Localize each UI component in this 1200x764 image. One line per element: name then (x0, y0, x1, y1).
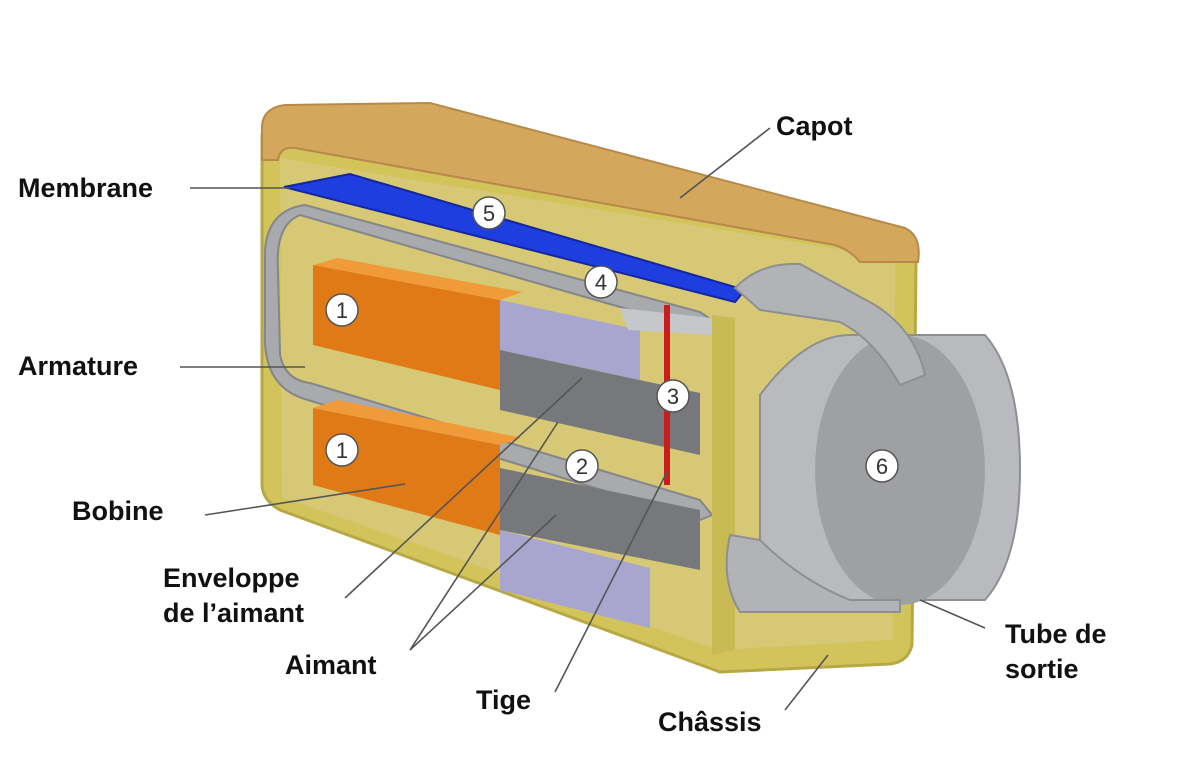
marker-bobine-top-text: 1 (336, 298, 348, 323)
bobine-bottom-face (313, 400, 522, 445)
marker-tige-text: 3 (667, 384, 679, 409)
leader-chassis (784, 654, 829, 711)
capot-cover (261, 101, 920, 263)
label-tube-de-sortie: Tube de sortie (1005, 619, 1107, 684)
label-armature: Armature (18, 351, 139, 381)
aimant-block-bottom (500, 530, 650, 628)
leader-bobine (204, 483, 406, 516)
leader-aimant-1 (409, 421, 559, 651)
label-tige: Tige (476, 685, 532, 715)
leader-enveloppe (344, 377, 583, 599)
marker-bobine-bottom: 1 (325, 433, 359, 467)
armature-frame (263, 203, 717, 522)
marker-bobine-bottom-text: 1 (336, 438, 348, 463)
marker-tige-gap-text: 2 (576, 454, 588, 479)
marker-membrane-text: 5 (483, 201, 495, 226)
leader-tige (554, 471, 668, 693)
chassis-front-edge (712, 315, 735, 655)
label-enveloppe: Enveloppe de l’aimant (163, 563, 305, 628)
tube-flange-top (733, 262, 927, 387)
leader-tube (919, 599, 986, 629)
marker-armature-end: 4 (584, 265, 618, 299)
tube-flange-bottom (725, 533, 901, 613)
label-chassis: Châssis (658, 707, 762, 737)
marker-tube: 6 (865, 449, 899, 483)
label-membrane: Membrane (18, 173, 154, 203)
marker-membrane: 5 (472, 196, 506, 230)
marker-tige-gap: 2 (565, 449, 599, 483)
marker-tige: 3 (656, 379, 690, 413)
bobine-bottom (313, 408, 500, 535)
label-aimant: Aimant (285, 650, 377, 680)
bobine-top (313, 265, 500, 390)
label-capot: Capot (776, 111, 853, 141)
enveloppe-top (500, 350, 700, 455)
enveloppe-bottom (500, 468, 700, 570)
leader-aimant-2 (409, 514, 557, 651)
marker-armature-end-text: 4 (595, 270, 607, 295)
leader-lines (180, 127, 986, 711)
aimant-block-top (500, 300, 640, 380)
marker-bobine-top: 1 (325, 293, 359, 327)
label-bobine: Bobine (72, 496, 164, 526)
tube-opening (815, 335, 985, 605)
marker-tube-text: 6 (876, 454, 888, 479)
bobine-top-face (313, 258, 522, 300)
leader-capot (679, 127, 771, 199)
